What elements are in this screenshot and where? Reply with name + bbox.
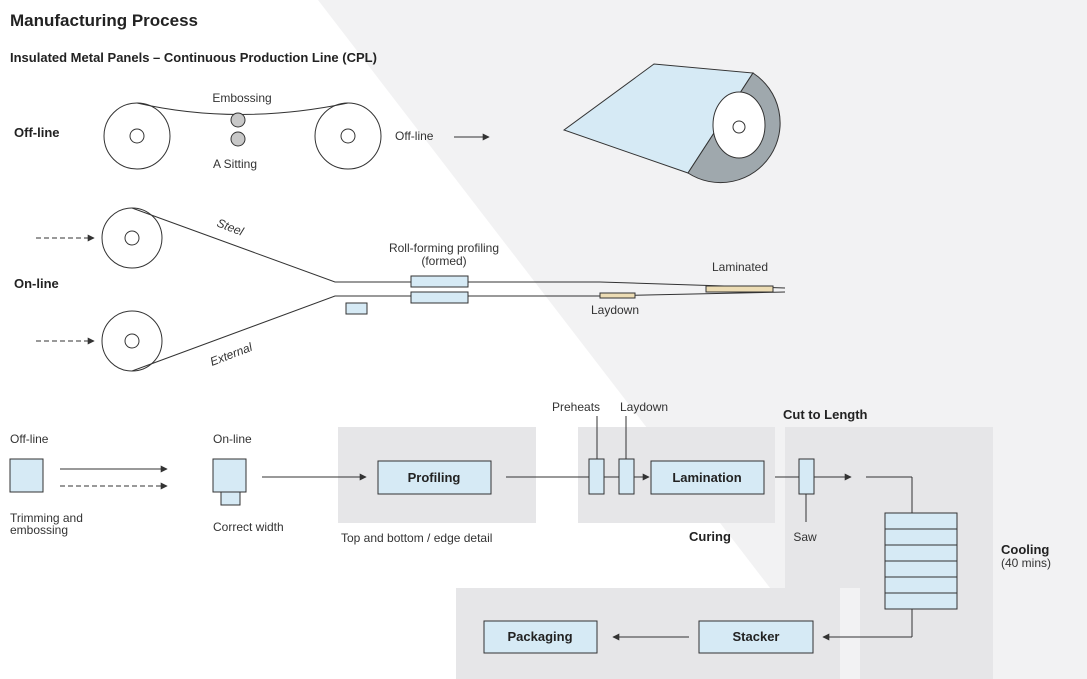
online-section-label: On-line <box>14 276 59 291</box>
stacker-box <box>698 620 814 654</box>
online-width-block <box>345 302 368 315</box>
laminated-label: Laminated <box>712 260 768 274</box>
finished-coil-icon <box>562 63 781 184</box>
preheats-label: Preheats <box>552 400 600 414</box>
roll-former-bottom <box>410 291 469 304</box>
profiling-caption: Top and bottom / edge detail <box>341 531 492 545</box>
width-control-box <box>212 458 247 493</box>
profiling-box <box>377 460 492 495</box>
correct-width-label: Correct width <box>213 520 284 534</box>
roll-former-top <box>410 275 469 288</box>
embossing-label: Embossing <box>212 91 271 105</box>
sitting-roller <box>230 131 246 147</box>
flow-online-label: On-line <box>213 432 252 446</box>
offline-left-coil <box>103 102 171 170</box>
profiling-label: Profiling <box>408 470 461 485</box>
saw-label: Saw <box>793 530 817 544</box>
external-coil <box>101 310 163 372</box>
external-label: External <box>208 340 254 369</box>
roll-forming-label: Roll-forming profiling <box>389 241 499 255</box>
cooling-stack <box>884 512 958 610</box>
saw-box <box>798 458 815 495</box>
flow-offline-label: Off-line <box>10 432 49 446</box>
trimming-label-2: embossing <box>10 523 68 537</box>
stacker-label: Stacker <box>733 629 780 644</box>
packaging-label: Packaging <box>507 629 572 644</box>
embossing-roller <box>230 112 246 128</box>
offline-output-label: Off-line <box>395 129 434 143</box>
steel-coil <box>101 207 163 269</box>
lamination-box <box>650 460 765 495</box>
width-control-base <box>220 491 241 506</box>
offline-section-label: Off-line <box>14 125 60 140</box>
flow-laydown-label: Laydown <box>620 400 668 414</box>
packaging-box <box>483 620 598 654</box>
page-subtitle: Insulated Metal Panels – Continuous Prod… <box>10 50 377 65</box>
preheat-box <box>588 458 605 495</box>
cooling-time-label: (40 mins) <box>1001 556 1051 570</box>
laydown-label: Laydown <box>591 303 639 317</box>
trimming-label: Trimming and <box>10 511 83 525</box>
trimming-box <box>9 458 44 493</box>
offline-right-coil <box>314 102 382 170</box>
steel-label: Steel <box>215 216 246 239</box>
page-title: Manufacturing Process <box>10 11 198 30</box>
a-sitting-label: A Sitting <box>213 157 257 171</box>
roll-forming-sub-label: (formed) <box>421 254 466 268</box>
laydown-box <box>618 458 635 495</box>
laydown-marker <box>599 292 636 299</box>
cooling-label: Cooling <box>1001 542 1049 557</box>
lamination-label: Lamination <box>672 470 741 485</box>
curing-label: Curing <box>689 529 731 544</box>
laminated-marker <box>705 285 774 293</box>
cut-to-length-label: Cut to Length <box>783 407 868 422</box>
